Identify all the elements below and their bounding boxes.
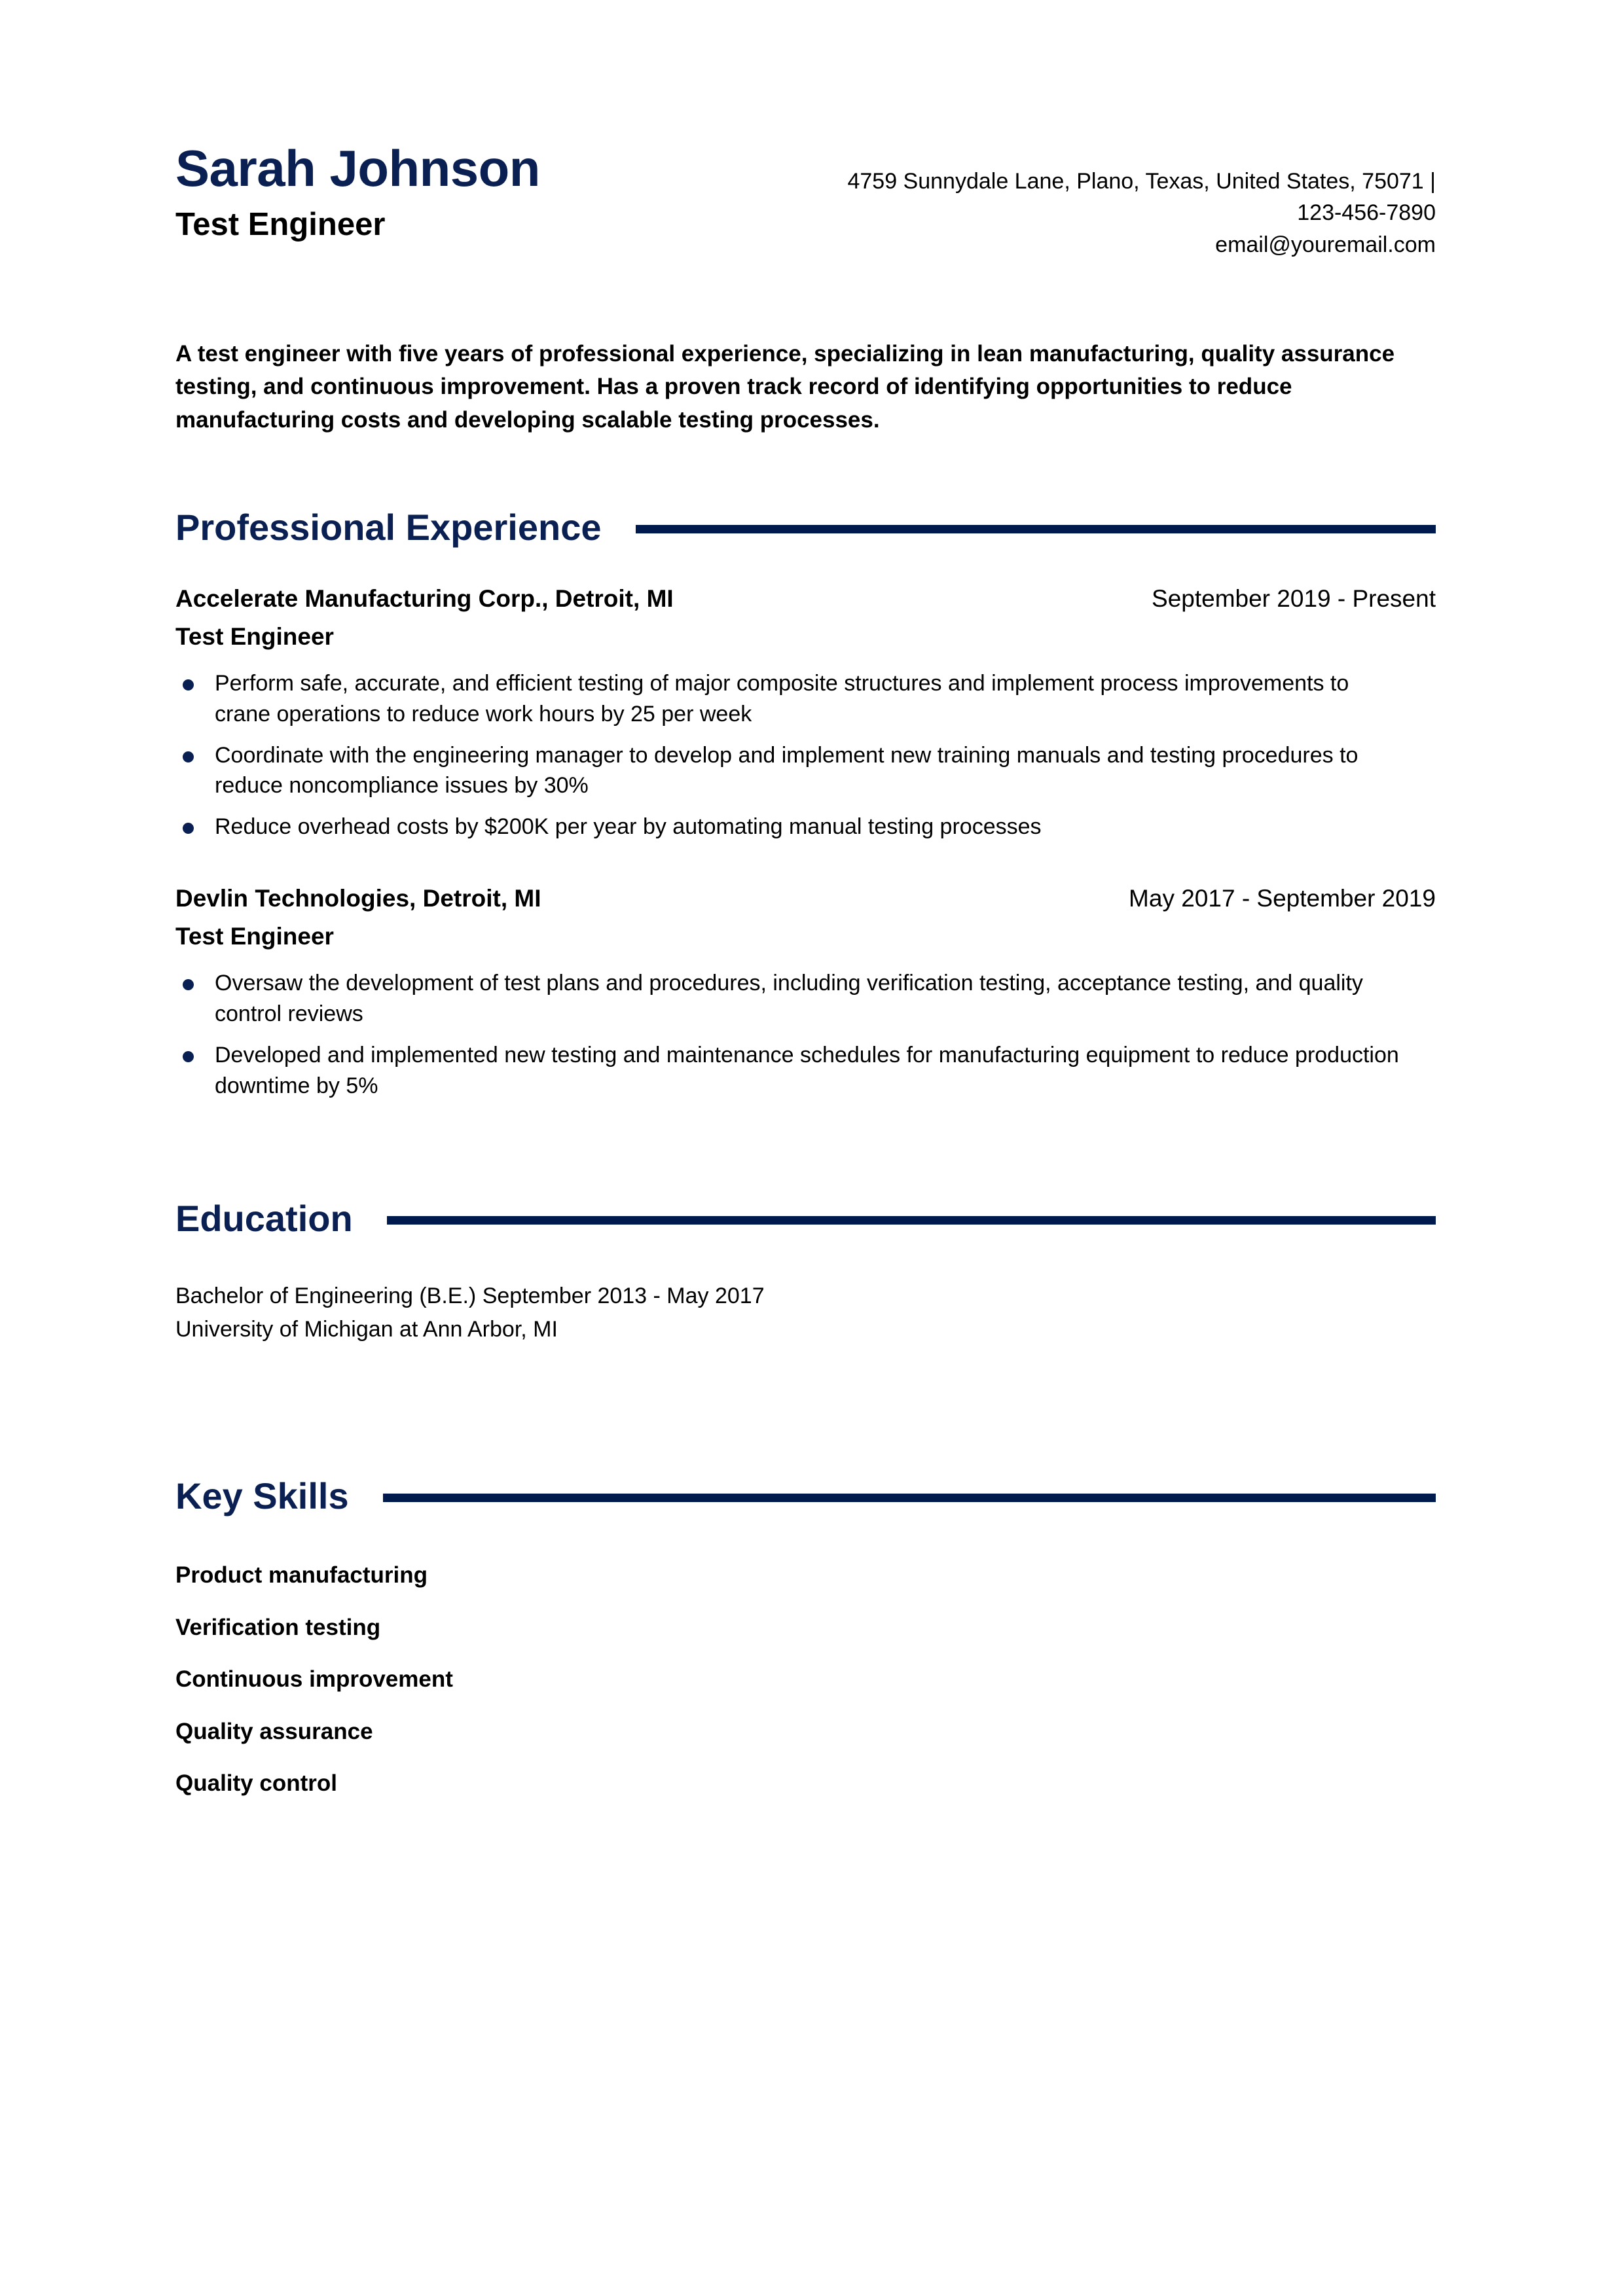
contact-info: 4759 Sunnydale Lane, Plano, Texas, Unite… — [847, 141, 1436, 260]
contact-phone: 123-456-7890 — [1297, 200, 1436, 226]
contact-address: 4759 Sunnydale Lane, Plano, Texas, Unite… — [847, 169, 1436, 194]
experience-bullet-list: Oversaw the development of test plans an… — [175, 968, 1436, 1102]
experience-bullet-text: Coordinate with the engineering manager … — [215, 742, 1359, 798]
section-key-skills: Key Skills Product manufacturing Verific… — [175, 1476, 1436, 1799]
header-identity: Sarah Johnson Test Engineer — [175, 141, 540, 245]
experience-dates: May 2017 - September 2019 — [1129, 885, 1436, 912]
bullet-dot-icon — [183, 751, 194, 762]
resume-header: Sarah Johnson Test Engineer 4759 Sunnyda… — [175, 0, 1436, 260]
section-title-experience: Professional Experience — [175, 506, 602, 548]
experience-bullet: Oversaw the development of test plans an… — [175, 968, 1406, 1030]
experience-bullet: Developed and implemented new testing an… — [175, 1040, 1406, 1102]
experience-entry-header: Accelerate Manufacturing Corp., Detroit,… — [175, 583, 1436, 615]
experience-dates: September 2019 - Present — [1152, 584, 1436, 612]
education-entry: Bachelor of Engineering (B.E.) September… — [175, 1280, 1436, 1346]
experience-bullet: Coordinate with the engineering manager … — [175, 740, 1406, 802]
skill-item: Quality assurance — [175, 1718, 373, 1744]
experience-entry-header: Devlin Technologies, Detroit, MI May 201… — [175, 883, 1436, 914]
education-degree: Bachelor of Engineering (B.E.) September… — [175, 1283, 765, 1308]
skill-item: Product manufacturing — [175, 1562, 428, 1588]
contact-email[interactable]: email@youremail.com — [1215, 232, 1436, 257]
experience-bullet-text: Perform safe, accurate, and efficient te… — [215, 670, 1349, 726]
section-header-education: Education — [175, 1198, 1436, 1239]
skills-list: Product manufacturing Verification testi… — [175, 1560, 1436, 1799]
section-professional-experience: Professional Experience Accelerate Manuf… — [175, 507, 1436, 1102]
experience-bullet-list: Perform safe, accurate, and efficient te… — [175, 668, 1436, 843]
experience-bullet: Perform safe, accurate, and efficient te… — [175, 668, 1406, 730]
professional-summary: A test engineer with five years of profe… — [175, 340, 1395, 433]
experience-role: Test Engineer — [175, 622, 334, 650]
section-header-skills: Key Skills — [175, 1476, 1436, 1516]
section-rule-skills — [382, 1493, 1436, 1502]
skill-item: Verification testing — [175, 1614, 381, 1640]
experience-bullet: Reduce overhead costs by $200K per year … — [175, 812, 1406, 842]
candidate-job-title: Test Engineer — [175, 207, 386, 243]
candidate-name: Sarah Johnson — [175, 139, 540, 197]
section-title-education: Education — [175, 1198, 353, 1240]
experience-company: Accelerate Manufacturing Corp., Detroit,… — [175, 584, 674, 612]
bullet-dot-icon — [183, 823, 194, 834]
experience-company: Devlin Technologies, Detroit, MI — [175, 885, 541, 912]
experience-bullet-text: Oversaw the development of test plans an… — [215, 971, 1363, 1027]
experience-bullet-text: Developed and implemented new testing an… — [215, 1043, 1399, 1099]
section-rule-experience — [635, 525, 1436, 534]
bullet-dot-icon — [183, 1051, 194, 1063]
experience-role: Test Engineer — [175, 923, 334, 950]
section-education: Education Bachelor of Engineering (B.E.)… — [175, 1198, 1436, 1346]
experience-entry: Devlin Technologies, Detroit, MI May 201… — [175, 883, 1436, 1102]
education-school: University of Michigan at Ann Arbor, MI — [175, 1316, 558, 1342]
skill-item: Continuous improvement — [175, 1666, 453, 1693]
resume-content: Sarah Johnson Test Engineer 4759 Sunnyda… — [175, 0, 1436, 1821]
section-title-skills: Key Skills — [175, 1475, 349, 1516]
bullet-dot-icon — [183, 979, 194, 991]
skill-item: Quality control — [175, 1770, 337, 1797]
bullet-dot-icon — [183, 679, 194, 691]
section-header-experience: Professional Experience — [175, 507, 1436, 548]
section-rule-education — [386, 1216, 1436, 1225]
experience-bullet-text: Reduce overhead costs by $200K per year … — [215, 814, 1042, 840]
experience-entry: Accelerate Manufacturing Corp., Detroit,… — [175, 583, 1436, 843]
